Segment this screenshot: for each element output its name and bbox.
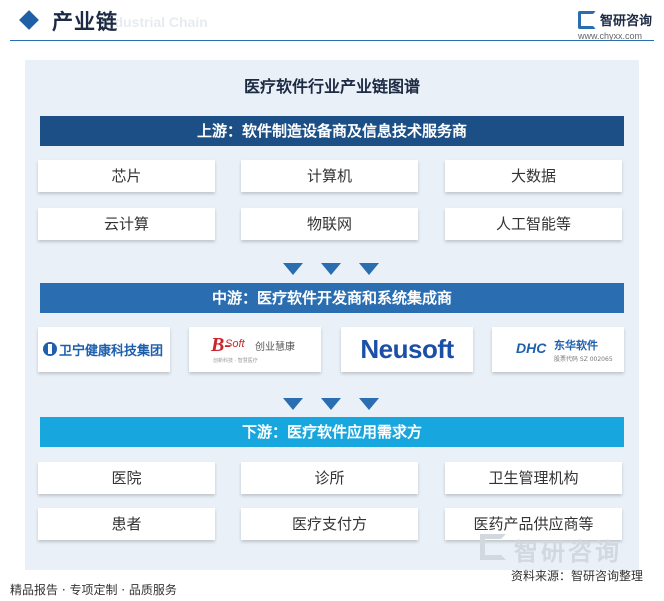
- down-arrow-icon: [321, 263, 341, 275]
- watermark-text: 智研咨询: [514, 538, 622, 566]
- upstream-item: 大数据: [445, 160, 622, 192]
- watermark: 智研咨询: [480, 532, 650, 566]
- downstream-item: 患者: [38, 508, 215, 540]
- upstream-item: 人工智能等: [445, 208, 622, 240]
- header-divider: [10, 40, 654, 41]
- company-name: Neusoft: [360, 334, 454, 364]
- down-arrow-icon: [321, 398, 341, 410]
- downstream-band: 下游：医疗软件应用需求方: [40, 417, 624, 447]
- diamond-icon: [19, 10, 39, 30]
- company-logo-neusoft: Neusoft: [341, 327, 473, 372]
- company-name: 卫宁健康科技集团: [59, 344, 164, 359]
- upstream-item: 云计算: [38, 208, 215, 240]
- midstream-band: 中游：医疗软件开发商和系统集成商: [40, 283, 624, 313]
- down-arrow-icon: [359, 398, 379, 410]
- downstream-item: 医药产品供应商等: [445, 508, 622, 540]
- downstream-item: 卫生管理机构: [445, 462, 622, 494]
- header-subtitle: Industrial Chain: [102, 14, 208, 30]
- page-header: Industrial Chain 产业链 智研咨询 www.chyxx.com: [0, 0, 664, 44]
- header-title: 产业链: [52, 10, 118, 34]
- upstream-item: 芯片: [38, 160, 215, 192]
- down-arrow-icon: [283, 398, 303, 410]
- company-mark-sub: Soft: [225, 338, 245, 350]
- company-tagline: 创新科技 · 智慧医疗: [213, 358, 258, 364]
- down-arrow-icon: [359, 263, 379, 275]
- upstream-band: 上游：软件制造设备商及信息技术服务商: [40, 116, 624, 146]
- company-mark: DHC: [516, 340, 547, 356]
- down-arrow-icon: [283, 263, 303, 275]
- footer-slogan: 精品报告 · 专项定制 · 品质服务: [10, 583, 177, 597]
- footer-source: 资料来源：智研咨询整理: [511, 569, 644, 583]
- watermark-mark-icon: [480, 534, 506, 560]
- company-logo-dhc: DHC 东华软件 股票代码 SZ 002065: [492, 327, 624, 372]
- brand-logo: 智研咨询 www.chyxx.com: [578, 9, 658, 41]
- diagram-title: 医疗软件行业产业链图谱: [243, 77, 420, 96]
- downstream-item: 医疗支付方: [241, 508, 418, 540]
- company-name: 创业慧康: [255, 342, 295, 353]
- upstream-item: 计算机: [241, 160, 418, 192]
- upstream-item: 物联网: [241, 208, 418, 240]
- company-logo-bsoft: B- Soft 创业慧康 创新科技 · 智慧医疗: [189, 327, 321, 372]
- company-name: 东华软件: [554, 339, 598, 352]
- brand-name: 智研咨询: [600, 14, 653, 29]
- company-logo-winning: 卫宁健康科技集团: [38, 327, 170, 372]
- company-mark: B-: [211, 334, 231, 356]
- downstream-item: 诊所: [241, 462, 418, 494]
- downstream-item: 医院: [38, 462, 215, 494]
- company-stock-code: 股票代码 SZ 002065: [554, 356, 613, 363]
- brand-mark-icon: [578, 11, 596, 29]
- brand-url: www.chyxx.com: [578, 31, 643, 41]
- winning-logo-icon: [43, 342, 57, 356]
